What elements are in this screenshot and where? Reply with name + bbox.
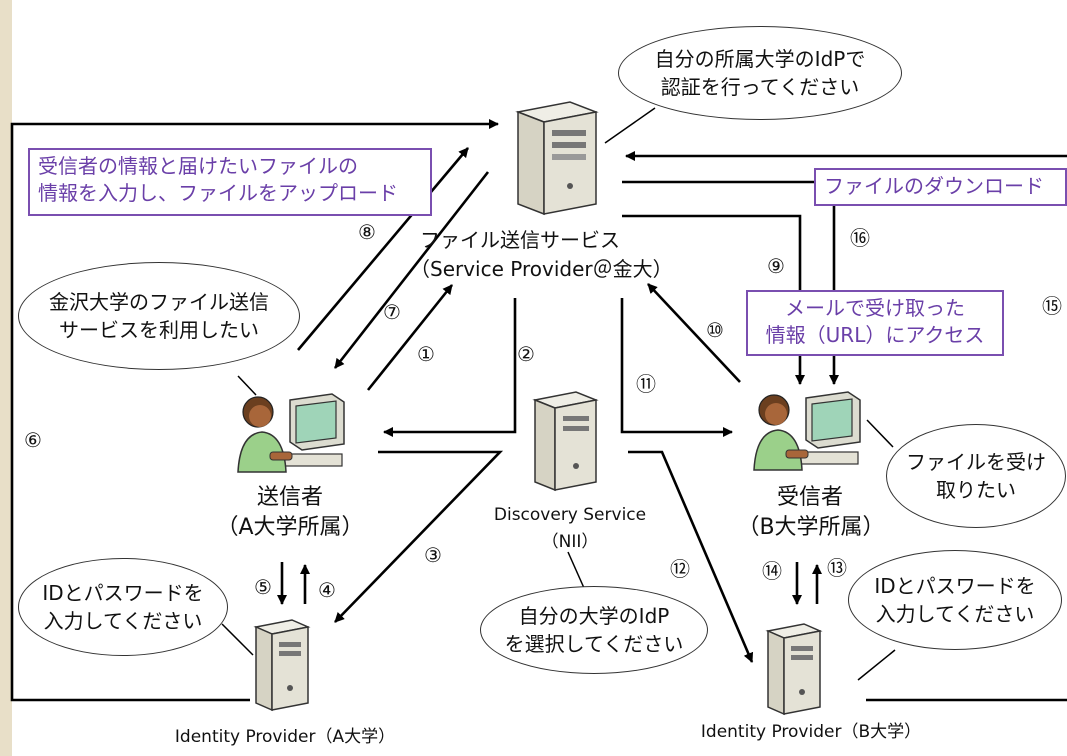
bubble-tail-idpa bbox=[221, 623, 254, 656]
bubble-tail-sender bbox=[237, 375, 257, 396]
callout-upload-line1: 受信者の情報と届けたいファイルの bbox=[38, 154, 358, 178]
step-16-label: ⑯ bbox=[850, 226, 870, 250]
bubble-idp-a: IDとパスワードを 入力してください bbox=[18, 558, 228, 656]
server-icon bbox=[532, 391, 599, 492]
step-3-label: ③ bbox=[424, 543, 442, 567]
bubble-idp-b: IDとパスワードを 入力してください bbox=[848, 550, 1062, 650]
bubble-sender: 金沢大学のファイル送信 サービスを利用したい bbox=[18, 262, 300, 370]
left-decorative-strip bbox=[0, 0, 12, 756]
user-at-computer-icon bbox=[237, 393, 345, 473]
callout-upload: 受信者の情報と届けたいファイルの 情報を入力し、ファイルをアップロード bbox=[28, 148, 432, 216]
bubble-idp-a-line2: 入力してください bbox=[43, 609, 203, 633]
step-6-label: ⑥ bbox=[24, 428, 42, 452]
bubble-sender-line1: 金沢大学のファイル送信 bbox=[49, 290, 269, 314]
step-11-label: ⑪ bbox=[636, 372, 656, 396]
idp-b-name: Identity Provider（B大学） bbox=[700, 722, 922, 742]
callout-access-line2: 情報（URL）にアクセス bbox=[765, 323, 985, 347]
arrow-step-10 bbox=[647, 283, 741, 383]
step-4-label: ④ bbox=[318, 578, 336, 602]
bubble-idp-a-line1: IDとパスワードを bbox=[42, 581, 204, 605]
sp-sub: （Service Provider＠金大） bbox=[410, 257, 673, 281]
step-7-label: ⑦ bbox=[383, 300, 401, 324]
step-10-label: ⑩ bbox=[706, 318, 724, 342]
callout-upload-line2: 情報を入力し、ファイルをアップロード bbox=[38, 181, 398, 205]
arrow-step-3 bbox=[334, 450, 504, 623]
step-5-label: ⑤ bbox=[254, 575, 272, 599]
bubble-idp-b-line1: IDとパスワードを bbox=[874, 574, 1036, 598]
bubble-receiver-line2: 取りたい bbox=[936, 478, 1016, 502]
arrow-step-11 bbox=[620, 298, 733, 437]
receiver-sub: （B大学所属） bbox=[737, 515, 885, 540]
receiver-name: 受信者 bbox=[776, 485, 843, 510]
discovery-name: Discovery Service bbox=[493, 505, 647, 525]
discovery-sub: （NII） bbox=[541, 532, 599, 552]
sp-name: ファイル送信サービス bbox=[420, 228, 620, 252]
callout-access-line1: メールで受け取った bbox=[785, 296, 965, 320]
sender-name: 送信者 bbox=[256, 485, 323, 510]
arrow-step-1 bbox=[366, 284, 454, 391]
bubble-tail-sp bbox=[604, 107, 656, 144]
step-8-label: ⑧ bbox=[358, 220, 376, 244]
server-icon bbox=[253, 619, 311, 712]
bubble-idp-b-line2: 入力してください bbox=[875, 602, 1035, 626]
arrow-step-12 bbox=[628, 450, 754, 663]
arrow-step-2 bbox=[383, 298, 517, 437]
bubble-receiver: ファイルを受け 取りたい bbox=[886, 424, 1066, 528]
bubble-receiver-line1: ファイルを受け bbox=[906, 450, 1046, 474]
arrow-step-7 bbox=[333, 171, 490, 369]
bubble-sp-line2: 認証を行ってください bbox=[660, 75, 860, 99]
callout-access: メールで受け取った 情報（URL）にアクセス bbox=[746, 290, 1004, 356]
step-13-label: ⑬ bbox=[827, 556, 847, 580]
bubble-discovery: 自分の大学のIdP を選択してください bbox=[480, 586, 708, 674]
callout-download-line1: ファイルのダウンロード bbox=[824, 174, 1044, 198]
callout-download: ファイルのダウンロード bbox=[814, 168, 1067, 206]
user-at-computer-icon bbox=[753, 391, 861, 471]
arrow-step-6 bbox=[10, 119, 499, 702]
bubble-tail-discovery bbox=[567, 551, 585, 589]
bubble-tail-idpb bbox=[857, 649, 896, 681]
step-9-label: ⑨ bbox=[767, 254, 785, 278]
bubble-tail-receiver bbox=[866, 419, 894, 448]
sender-sub: （A大学所属） bbox=[216, 515, 364, 540]
step-14-label: ⑭ bbox=[762, 559, 782, 583]
bubble-sp: 自分の所属大学のIdPで 認証を行ってください bbox=[618, 26, 902, 120]
bubble-discovery-line1: 自分の大学のIdP bbox=[518, 604, 670, 628]
step-15-label: ⑮ bbox=[1042, 294, 1062, 318]
bubble-sender-line2: サービスを利用したい bbox=[59, 318, 259, 342]
server-icon bbox=[765, 623, 823, 716]
step-2-label: ② bbox=[517, 342, 535, 366]
bubble-sp-line1: 自分の所属大学のIdPで bbox=[654, 47, 866, 71]
step-1-label: ① bbox=[417, 342, 435, 366]
arrow-step-8 bbox=[297, 147, 469, 351]
step-12-label: ⑫ bbox=[670, 557, 690, 581]
server-icon bbox=[515, 101, 599, 216]
bubble-discovery-line2: を選択してください bbox=[504, 632, 684, 656]
idp-a-name: Identity Provider（A大学） bbox=[174, 727, 396, 747]
